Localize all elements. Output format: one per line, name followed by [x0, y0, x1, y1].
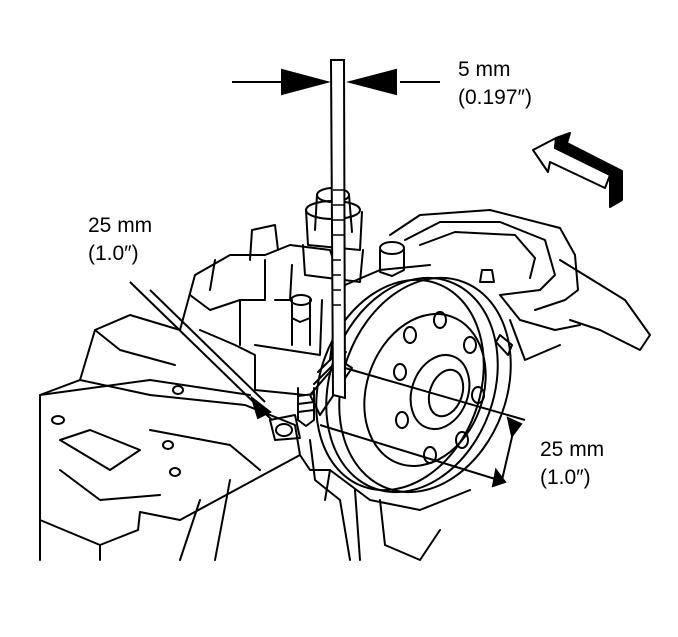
- pulley-stud: [479, 269, 513, 356]
- gap-metric-text: 5 mm: [458, 58, 511, 81]
- timing-pointer-stud: [269, 349, 353, 441]
- right-dimension-label: 25 mm (1.0″): [540, 436, 604, 492]
- cylinder-head: [179, 224, 341, 396]
- right-imperial-text: (1.0″): [540, 466, 591, 489]
- left-dimension-leader: [129, 281, 273, 421]
- gap-imperial-text: (0.197″): [458, 86, 532, 109]
- left-metric-text: 25 mm: [88, 214, 153, 237]
- lower-housing: [299, 439, 441, 561]
- stud-bolt: [379, 241, 405, 277]
- engine-block: [39, 314, 301, 561]
- head-bolt: [290, 294, 312, 346]
- right-metric-text: 25 mm: [540, 438, 605, 461]
- left-imperial-text: (1.0″): [88, 242, 139, 265]
- gap-dimension-label: 5 mm (0.197″): [458, 56, 532, 112]
- view-direction-arrow-icon: [532, 132, 623, 208]
- housing-ring: [389, 209, 651, 361]
- measuring-scale: [329, 59, 347, 400]
- left-dimension-label: 25 mm (1.0″): [88, 212, 152, 268]
- crankshaft-pulley: [315, 264, 512, 511]
- dimension-arrow-icon: [232, 68, 440, 96]
- right-dimension-leader: [319, 367, 526, 488]
